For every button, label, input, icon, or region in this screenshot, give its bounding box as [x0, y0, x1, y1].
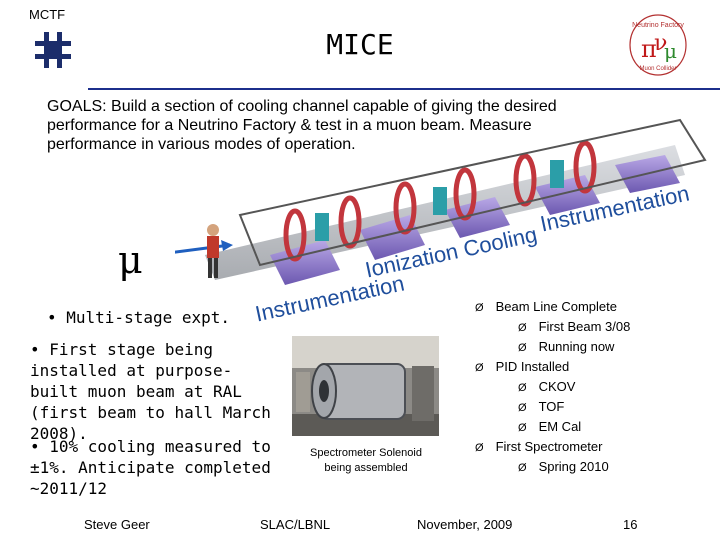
nf-logo-text-bottom: Muon Collider [639, 66, 676, 72]
bullet-multistage: • Multi-stage expt. [47, 308, 231, 327]
muon-symbol: μ [118, 238, 143, 282]
status-label: First Spectrometer [495, 439, 603, 454]
footer-date: November, 2009 [417, 517, 513, 532]
arrow-bullet-icon: Ø [518, 322, 527, 334]
org-label: MCTF [29, 7, 66, 22]
photo-caption-line2: being assembled [324, 462, 408, 474]
svg-text:μ: μ [664, 39, 677, 63]
arrow-bullet-icon: Ø [518, 422, 527, 434]
arrow-bullet-icon: Ø [518, 402, 527, 414]
mice-apparatus-illustration [74, 105, 720, 300]
arrow-bullet-icon: Ø [518, 462, 527, 474]
photo-caption: Spectrometer Solenoid being assembled [296, 446, 436, 476]
footer-page-number: 16 [623, 517, 638, 532]
status-item-pid: Ø PID Installed [475, 357, 569, 378]
svg-text:π: π [641, 35, 657, 63]
nf-logo-text-top: Neutrino Factory [632, 22, 684, 29]
arrow-bullet-icon: Ø [475, 302, 484, 314]
bullet-cooling: • 10% cooling measured to ±1%. Anticipat… [30, 437, 271, 498]
slide-title: MICE [326, 28, 394, 61]
status-item-beam-line: Ø Beam Line Complete [475, 297, 617, 318]
status-label: PID Installed [495, 359, 570, 374]
arrow-bullet-icon: Ø [518, 382, 527, 394]
arrow-bullet-icon: Ø [518, 342, 527, 354]
neutrino-factory-logo: Neutrino Factory π ν μ Muon Collider [626, 12, 690, 78]
footer-venue: SLAC/LBNL [260, 517, 331, 532]
status-label: Beam Line Complete [495, 299, 617, 314]
photo-caption-line1: Spectrometer Solenoid [310, 447, 422, 459]
arrow-bullet-icon: Ø [475, 362, 484, 374]
header-rule [88, 88, 720, 90]
fermilab-logo [33, 30, 73, 70]
goals-text: GOALS: Build a section of cooling channe… [47, 98, 557, 153]
bullet-first-stage: • First stage being installed at purpose… [30, 340, 271, 443]
footer-author: Steve Geer [84, 517, 150, 532]
arrow-bullet-icon: Ø [475, 442, 484, 454]
spectrometer-solenoid-photo [292, 336, 439, 436]
svg-text:ν: ν [654, 31, 667, 56]
status-item-spectrometer: Ø First Spectrometer [475, 437, 602, 458]
